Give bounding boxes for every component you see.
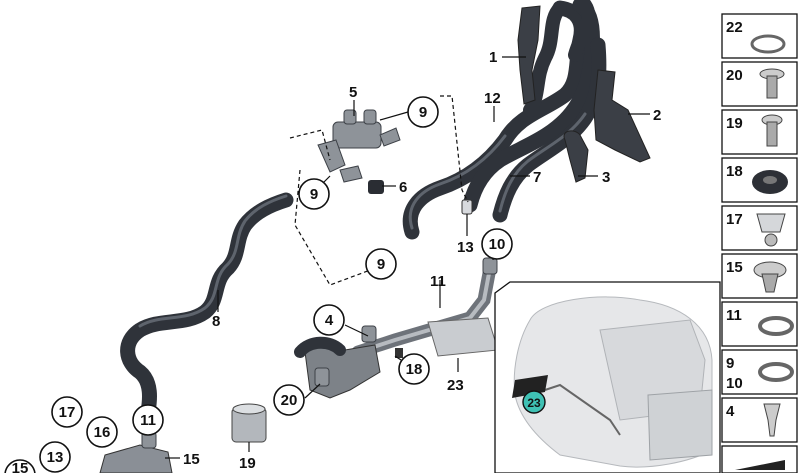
callout-label: 16 bbox=[94, 424, 111, 441]
callout-9a[interactable]: 9 bbox=[407, 96, 439, 128]
callout-19[interactable]: 17 bbox=[51, 396, 83, 428]
sidebar-cell-17[interactable]: 17 bbox=[721, 205, 798, 251]
sidebar-cell-20[interactable]: 20 bbox=[721, 61, 798, 107]
inset-vehicle-view bbox=[494, 281, 721, 473]
callout-23-highlight[interactable]: 23 bbox=[522, 390, 546, 414]
sidebar-label: 11 bbox=[726, 307, 742, 324]
callout-label: 17 bbox=[59, 404, 76, 421]
label-3[interactable]: 3 bbox=[602, 169, 610, 186]
part-6 bbox=[368, 180, 384, 194]
label-5[interactable]: 5 bbox=[349, 84, 357, 101]
callout-label: 9 bbox=[377, 256, 385, 273]
bracket-2 bbox=[593, 69, 651, 163]
callout-11[interactable]: 11 bbox=[132, 404, 164, 436]
filter-21 bbox=[231, 403, 267, 443]
label-13[interactable]: 12 bbox=[484, 90, 501, 107]
sidebar-cell-18[interactable]: 18 bbox=[721, 157, 798, 203]
pad-23 bbox=[427, 317, 499, 357]
sidebar-label: 9 bbox=[726, 355, 734, 372]
sidebar-cell-4[interactable]: 4 bbox=[721, 397, 798, 443]
sidebar-label: 4 bbox=[726, 403, 735, 420]
label-23[interactable]: 23 bbox=[447, 377, 464, 394]
sidebar-cell-22[interactable]: 22 bbox=[721, 13, 798, 59]
callout-4[interactable]: 4 bbox=[313, 304, 345, 336]
sidebar-label: 22 bbox=[726, 19, 743, 36]
sidebar-cell-11[interactable]: 11 bbox=[721, 301, 798, 347]
callout-label: 9 bbox=[419, 104, 427, 121]
hose-8 bbox=[120, 192, 294, 420]
arrow-icon bbox=[735, 460, 785, 470]
label-2[interactable]: 2 bbox=[653, 107, 661, 124]
sidebar-cell-9-10[interactable]: 9 10 bbox=[721, 349, 798, 395]
sidebar-cell-15[interactable]: 15 bbox=[721, 253, 798, 299]
label-1[interactable]: 1 bbox=[489, 49, 497, 66]
hose-bundle-top bbox=[523, 0, 596, 117]
sidebar-label: 19 bbox=[726, 115, 743, 132]
sidebar-label-secondary: 10 bbox=[726, 375, 743, 392]
sidebar-cell-19[interactable]: 19 bbox=[721, 109, 798, 155]
pipe-12 bbox=[351, 257, 498, 359]
callout-15[interactable]: 13 bbox=[39, 441, 71, 473]
leader-lines bbox=[147, 56, 650, 459]
label-7[interactable]: 7 bbox=[533, 169, 541, 186]
label-16[interactable]: 15 bbox=[183, 451, 200, 468]
part-14 bbox=[461, 199, 473, 215]
part-4-assembly bbox=[294, 325, 403, 399]
pump-16 bbox=[99, 431, 173, 473]
callout-18[interactable]: 16 bbox=[86, 416, 118, 448]
callout-17[interactable]: 15 bbox=[4, 459, 36, 473]
sidebar-label: 20 bbox=[726, 67, 743, 84]
callout-label: 11 bbox=[140, 412, 156, 429]
label-14[interactable]: 13 bbox=[457, 239, 474, 256]
callout-label: 15 bbox=[12, 460, 29, 473]
bracket-1 bbox=[517, 5, 541, 105]
callout-label: 20 bbox=[281, 392, 298, 409]
sidebar-label: 17 bbox=[726, 211, 743, 228]
callout-label: 4 bbox=[325, 312, 334, 329]
valve-5 bbox=[317, 109, 401, 183]
clip-3 bbox=[563, 130, 589, 183]
label-12[interactable]: 11 bbox=[430, 273, 446, 290]
label-6[interactable]: 6 bbox=[399, 179, 407, 196]
sidebar-label: 15 bbox=[726, 259, 743, 276]
callout-label: 18 bbox=[406, 361, 423, 378]
callout-10[interactable]: 10 bbox=[481, 228, 513, 260]
callout-22[interactable]: 20 bbox=[273, 384, 305, 416]
callout-label: 10 bbox=[489, 236, 506, 253]
callout-label: 13 bbox=[47, 449, 64, 466]
callout-20[interactable]: 18 bbox=[398, 353, 430, 385]
callout-9b[interactable]: 9 bbox=[298, 178, 330, 210]
callout-label: 9 bbox=[310, 186, 318, 203]
label-21[interactable]: 19 bbox=[239, 455, 256, 472]
sidebar-parts-list: 22 20 19 18 17 15 bbox=[721, 13, 798, 473]
callout-label: 23 bbox=[527, 396, 541, 410]
label-8[interactable]: 8 bbox=[212, 313, 220, 330]
callout-9c[interactable]: 9 bbox=[365, 248, 397, 280]
sidebar-cell-misc[interactable] bbox=[721, 445, 798, 473]
sidebar-label: 18 bbox=[726, 163, 743, 180]
